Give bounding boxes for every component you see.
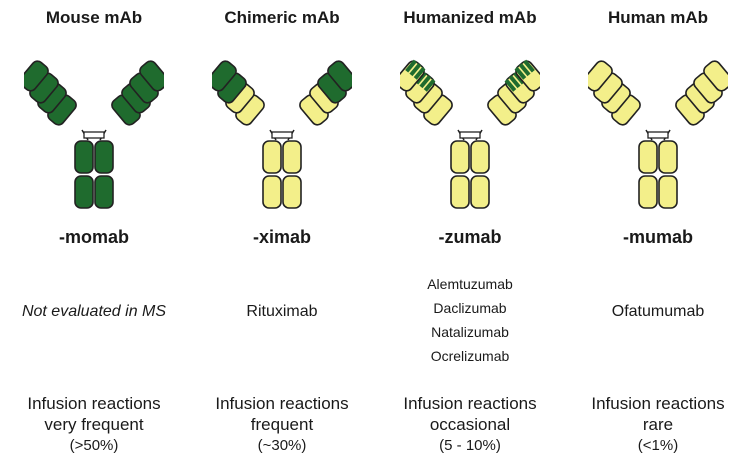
fab-variable-domain [327, 60, 352, 92]
reaction-percent: (5 - 10%) [439, 437, 501, 454]
cdr-stripe [409, 63, 422, 77]
reaction-frequency: rare [642, 415, 674, 434]
constant-domain [94, 140, 114, 174]
reaction-line: Infusion reactions [591, 394, 725, 413]
cdr-stripe [405, 59, 417, 73]
hinge-bond [459, 131, 481, 139]
reaction-frequency: frequent [250, 415, 314, 434]
cdr-stripe [518, 63, 531, 77]
drug-list: Ofatumumab [564, 300, 750, 324]
reaction-line: Infusion reactions [403, 394, 537, 413]
antibody-shape [212, 60, 352, 209]
reaction-line: Infusion reactions [215, 394, 349, 413]
constant-domain [282, 140, 302, 174]
constant-domain [470, 175, 490, 209]
fab-variable-domain [588, 60, 613, 92]
antibody-icon [24, 60, 164, 209]
constant-domain [74, 175, 94, 209]
constant-domain [282, 175, 302, 209]
antibody-icon [400, 59, 540, 209]
antibody-shape [588, 60, 728, 209]
constant-domain [470, 140, 490, 174]
drug-name: Not evaluated in MS [21, 303, 167, 320]
reaction-percent: (>50%) [69, 437, 119, 454]
constant-domain [74, 140, 94, 174]
name-suffix: -mumab [622, 227, 693, 247]
column-title: Humanized mAb [403, 8, 537, 27]
cdr-stripe [523, 59, 535, 73]
column-humanized: Humanized mAb -zumab Alemtuzumab Daclizu… [376, 0, 564, 459]
name-suffix: -ximab [252, 227, 312, 247]
reaction-frequency: occasional [429, 415, 511, 434]
column-title: Mouse mAb [45, 8, 143, 27]
constant-domain [638, 140, 658, 174]
drug-name: Ofatumumab [611, 303, 705, 320]
infusion-reaction-text: Infusion reactions occasional (5 - 10%) [376, 393, 564, 456]
fab-variable-domain [703, 60, 728, 92]
cdr-stripe [504, 78, 517, 92]
column-title: Chimeric mAb [224, 8, 340, 27]
constant-domain [638, 175, 658, 209]
reaction-percent: (~30%) [257, 437, 307, 454]
drug-list: Alemtuzumab Daclizumab Natalizumab Ocrel… [376, 272, 564, 368]
constant-domain [262, 140, 282, 174]
drug-name: Daclizumab [433, 300, 507, 316]
antibody-icon [588, 60, 728, 209]
fab-variable-domain [24, 60, 49, 92]
hinge-bond [271, 131, 293, 139]
constant-domain [450, 175, 470, 209]
hinge-bond [647, 131, 669, 139]
drug-list: Rituximab [188, 300, 376, 324]
column-chimeric: Chimeric mAb -ximab Rituximab Infusion r… [188, 0, 376, 459]
constant-domain [450, 140, 470, 174]
antibody-shape [24, 60, 164, 209]
reaction-percent: (<1%) [637, 437, 679, 454]
column-mouse: Mouse mAb -momab Not evaluated in MS Inf… [0, 0, 188, 459]
reaction-line: Infusion reactions [27, 394, 161, 413]
name-suffix: -zumab [438, 227, 502, 247]
infusion-reaction-text: Infusion reactions frequent (~30%) [188, 393, 376, 456]
cdr-stripe [508, 75, 521, 89]
cdr-stripe [514, 66, 527, 80]
antibody-shape [400, 59, 540, 209]
column-title: Human mAb [607, 8, 709, 27]
drug-name: Ocrelizumab [430, 348, 510, 364]
drug-list: Not evaluated in MS [0, 300, 188, 324]
antibody-icon [212, 60, 352, 209]
constant-domain [658, 175, 678, 209]
drug-name: Rituximab [246, 303, 318, 320]
name-suffix: -momab [58, 227, 129, 247]
hinge-bond [83, 131, 105, 139]
drug-name: Alemtuzumab [427, 276, 513, 292]
constant-domain [262, 175, 282, 209]
constant-domain [94, 175, 114, 209]
column-human: Human mAb -mumab Ofatumumab Infusion rea… [564, 0, 750, 459]
infusion-reaction-text: Infusion reactions very frequent (>50%) [0, 393, 188, 456]
reaction-frequency: very frequent [44, 415, 144, 434]
constant-domain [658, 140, 678, 174]
drug-name: Natalizumab [431, 324, 509, 340]
cdr-stripe [423, 78, 436, 92]
infusion-reaction-text: Infusion reactions rare (<1%) [564, 393, 750, 456]
fab-variable-domain [139, 60, 164, 92]
cdr-stripe [419, 75, 432, 89]
cdr-stripe [413, 66, 426, 80]
fab-variable-domain [212, 60, 237, 92]
